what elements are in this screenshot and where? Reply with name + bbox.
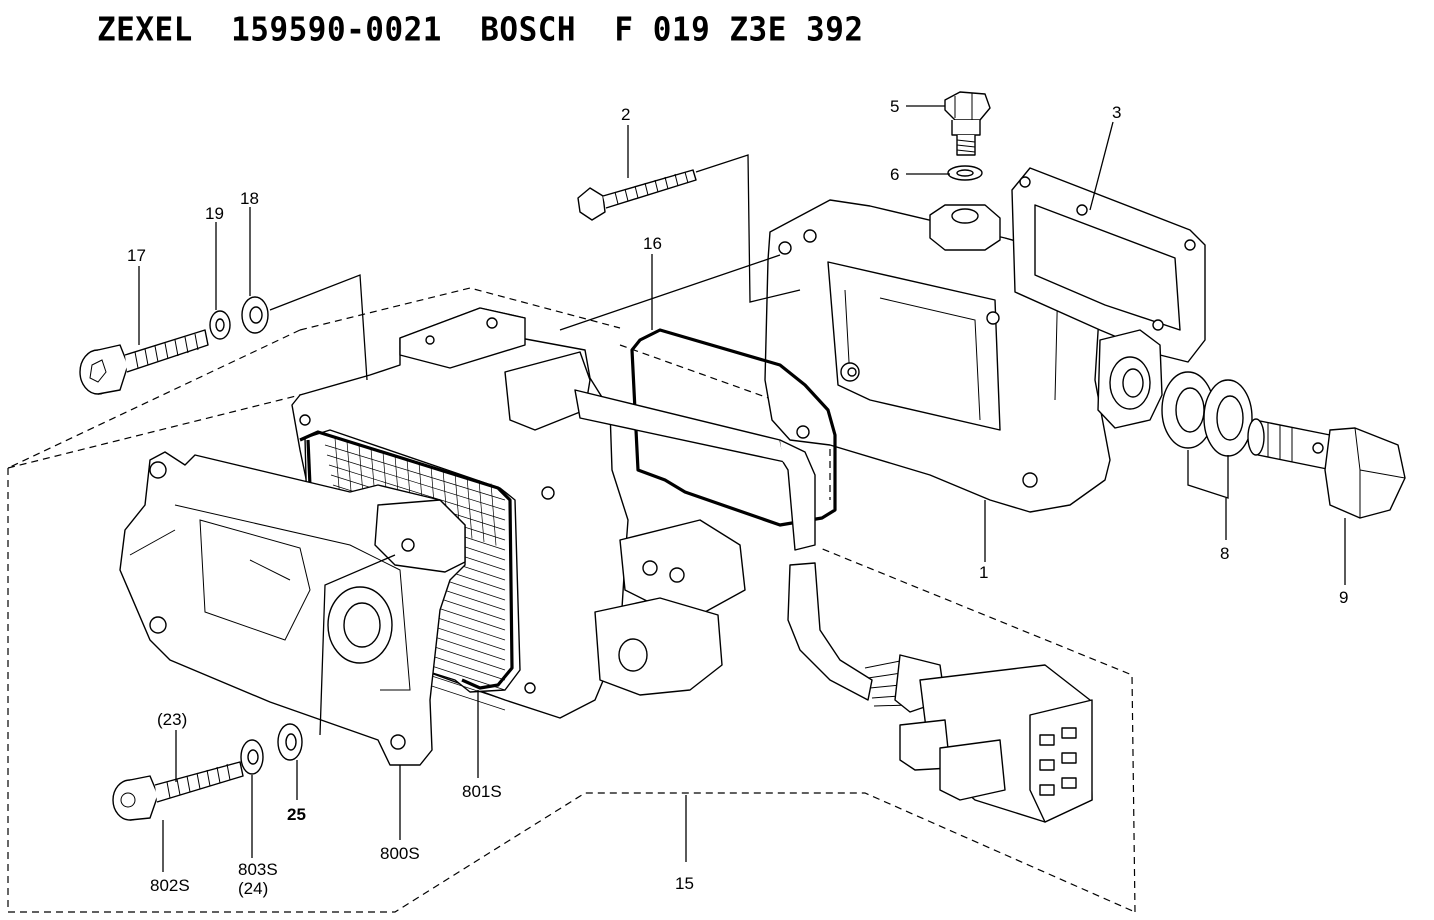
washer-part-18 [241,296,269,334]
label-part-19: 19 [205,204,224,223]
port-nut [929,204,1001,251]
bolt-part-802S [112,761,244,821]
label-part-803S: 803S [238,860,278,879]
label-part-801S: 801S [462,782,502,801]
label-part-24: (24) [238,879,268,898]
label-part-18: 18 [240,189,259,208]
label-part-3: 3 [1112,103,1121,122]
cover-part-800S [119,451,466,766]
gasket-part-3 [1011,167,1206,363]
label-part-25: 25 [287,805,306,824]
label-part-8: 8 [1220,544,1229,563]
screw-part-5 [944,91,991,156]
leader-lines [138,105,1346,872]
label-part-9: 9 [1339,588,1348,607]
label-part-800S: 800S [380,844,420,863]
banjo-bolt-part-9 [1247,418,1406,519]
label-part-6: 6 [890,165,899,184]
label-part-1: 1 [979,563,988,582]
label-part-16: 16 [643,234,662,253]
washer-part-19 [209,310,231,340]
diagram-title: ZEXEL 159590-0021 BOSCH F 019 Z3E 392 [97,11,864,49]
label-part-2: 2 [621,105,630,124]
connector [899,664,1093,823]
bolt-part-2 [577,169,697,221]
washer-pair-part-8 [1161,371,1253,457]
label-part-15: 15 [675,874,694,893]
washer-part-6 [947,165,983,181]
part-labels: 2 3 5 6 16 1 8 9 17 19 18 (23) 25 800S 8… [127,97,1348,898]
label-part-5: 5 [890,97,899,116]
gasket-part-16 [630,328,837,527]
banjo-fitting [1097,329,1163,429]
label-part-23: (23) [157,710,187,729]
washer-part-25 [277,723,303,761]
label-part-17: 17 [127,246,146,265]
label-part-802S: 802S [150,876,190,895]
washer-part-803S [240,739,264,775]
bolt-part-17 [79,329,209,395]
